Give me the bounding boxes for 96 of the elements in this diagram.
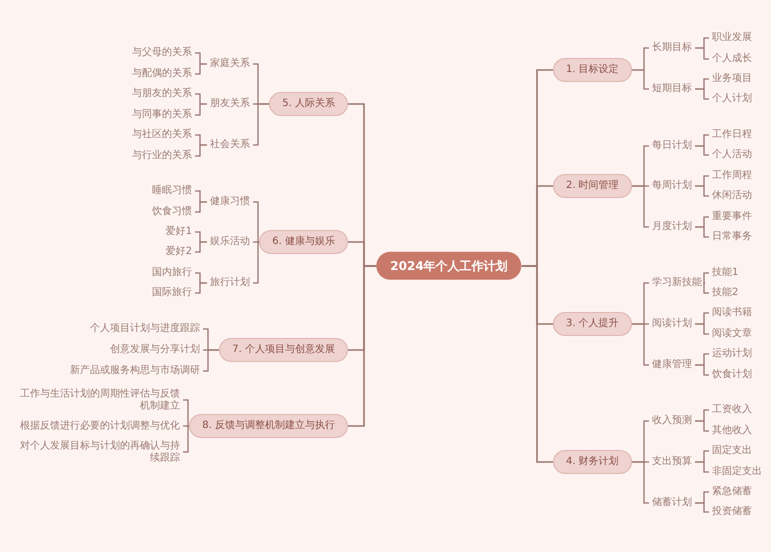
- leaf-label: 日常事务: [712, 231, 752, 243]
- branch-connector: [632, 461, 649, 504]
- subtopic-label: 长期目标: [652, 42, 692, 54]
- branch-connector: [348, 265, 376, 427]
- subtopic-label: 个人项目计划与进度跟踪: [90, 323, 200, 335]
- subtopic-label: 工作与生活计划的周期性评估与反馈机制建立: [12, 388, 180, 412]
- subtopic-label: 每日计划: [652, 140, 692, 152]
- branch-connector: [695, 88, 709, 100]
- subtopic-label: 新产品或服务构思与市场调研: [70, 365, 200, 377]
- leaf-label: 睡眠习惯: [152, 185, 192, 197]
- subtopic-label: 朋友关系: [210, 98, 250, 110]
- subtopic-label: 月度计划: [652, 221, 692, 233]
- subtopic-label: 健康习惯: [210, 196, 250, 208]
- leaf-label: 技能2: [712, 287, 738, 299]
- branch-connector: [695, 420, 709, 432]
- leaf-label: 与配偶的关系: [132, 68, 192, 80]
- branch-connector: [703, 282, 709, 294]
- subtopic-label: 健康管理: [652, 359, 692, 371]
- subtopic-label: 社会关系: [210, 139, 250, 151]
- branch-connector: [632, 323, 649, 366]
- leaf-label: 职业发展: [712, 32, 752, 44]
- leaf-label: 投资储蓄: [712, 506, 752, 518]
- subtopic-label: 根据反馈进行必要的计划调整与优化: [12, 420, 180, 432]
- central-topic: 2024年个人工作计划: [376, 252, 522, 280]
- leaf-label: 国内旅行: [152, 267, 192, 279]
- subtopic-label: 对个人发展目标与计划的再确认与持续跟踪: [12, 440, 180, 464]
- leaf-label: 运动计划: [712, 348, 752, 360]
- branch-connector: [183, 425, 190, 453]
- leaf-label: 其他收入: [712, 425, 752, 437]
- leaf-label: 与社区的关系: [132, 129, 192, 141]
- branch-connector: [695, 185, 709, 197]
- subtopic-label: 阅读计划: [652, 318, 692, 330]
- branch-connector: [195, 63, 207, 75]
- branch-connector: [695, 145, 709, 156]
- leaf-label: 技能1: [712, 267, 738, 279]
- subtopic-label: 短期目标: [652, 83, 692, 95]
- main-topic-pill: 1. 目标设定: [553, 58, 632, 82]
- branch-connector: [703, 272, 709, 284]
- branch-connector: [195, 103, 207, 116]
- leaf-label: 爱好1: [166, 226, 192, 238]
- leaf-label: 工作日程: [712, 129, 752, 141]
- branch-connector: [695, 323, 709, 335]
- main-topic-pill: 2. 时间管理: [553, 174, 632, 198]
- subtopic-label: 娱乐活动: [210, 236, 250, 248]
- branch-connector: [522, 265, 553, 463]
- subtopic-label: 储蓄计划: [652, 497, 692, 509]
- subtopic-label: 每周计划: [652, 180, 692, 192]
- leaf-label: 与父母的关系: [132, 47, 192, 59]
- main-topic-pill: 8. 反馈与调整机制建立与执行: [189, 414, 348, 438]
- branch-connector: [695, 461, 709, 473]
- leaf-label: 非固定支出: [712, 466, 762, 478]
- subtopic-label: 旅行计划: [210, 277, 250, 289]
- leaf-label: 个人活动: [712, 149, 752, 161]
- leaf-label: 国际旅行: [152, 287, 192, 299]
- branch-connector: [253, 201, 260, 243]
- subtopic-label: 学习新技能: [652, 277, 702, 289]
- leaf-label: 阅读书籍: [712, 307, 752, 319]
- leaf-label: 业务项目: [712, 73, 752, 85]
- branch-connector: [195, 282, 207, 294]
- leaf-label: 与同事的关系: [132, 109, 192, 121]
- branch-connector: [253, 241, 260, 284]
- leaf-label: 与朋友的关系: [132, 88, 192, 100]
- branch-connector: [695, 502, 709, 513]
- branch-connector: [195, 144, 207, 157]
- branch-connector: [695, 226, 709, 238]
- branch-connector: [203, 349, 220, 372]
- branch-connector: [695, 364, 709, 376]
- leaf-label: 工资收入: [712, 404, 752, 416]
- leaf-label: 爱好2: [166, 246, 192, 258]
- branch-connector: [632, 185, 649, 228]
- main-topic-pill: 6. 健康与娱乐: [259, 230, 348, 254]
- branch-connector: [195, 241, 207, 253]
- branch-connector: [195, 201, 207, 213]
- main-topic-pill: 7. 个人项目与创意发展: [219, 338, 348, 362]
- subtopic-label: 收入预测: [652, 415, 692, 427]
- branch-connector: [632, 69, 649, 90]
- branch-connector: [253, 103, 270, 146]
- leaf-label: 个人成长: [712, 53, 752, 65]
- branch-connector: [695, 47, 709, 60]
- branch-connector: [183, 399, 190, 427]
- leaf-label: 个人计划: [712, 93, 752, 105]
- subtopic-label: 创意发展与分享计划: [110, 344, 200, 356]
- main-topic-pill: 4. 财务计划: [553, 450, 632, 474]
- leaf-label: 紧急储蓄: [712, 486, 752, 498]
- leaf-label: 重要事件: [712, 211, 752, 223]
- leaf-label: 饮食习惯: [152, 206, 192, 218]
- leaf-label: 与行业的关系: [132, 150, 192, 162]
- leaf-label: 工作周程: [712, 170, 752, 182]
- main-topic-pill: 3. 个人提升: [553, 312, 632, 336]
- leaf-label: 休闲活动: [712, 190, 752, 202]
- main-topic-pill: 5. 人际关系: [269, 92, 348, 116]
- subtopic-label: 家庭关系: [210, 58, 250, 70]
- leaf-label: 固定支出: [712, 445, 752, 457]
- leaf-label: 饮食计划: [712, 369, 752, 381]
- leaf-label: 阅读文章: [712, 328, 752, 340]
- subtopic-label: 支出预算: [652, 456, 692, 468]
